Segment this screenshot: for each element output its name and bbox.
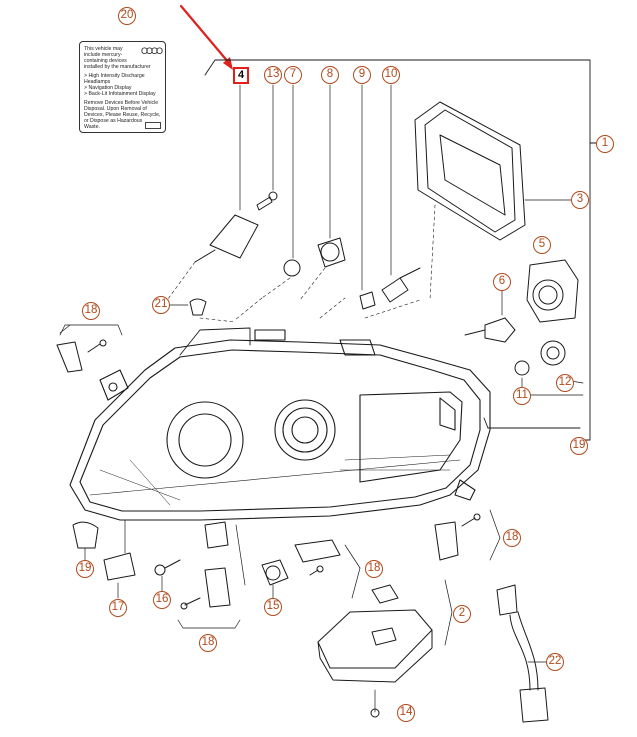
mercury-warning-label: OOOO This vehicle may include mercury- c… bbox=[79, 41, 166, 133]
bracket-right-18 bbox=[434, 509, 501, 561]
callout-10[interactable]: 10 bbox=[382, 66, 400, 84]
callout-18-right[interactable]: 18 bbox=[503, 529, 521, 547]
callout-7[interactable]: 7 bbox=[284, 66, 302, 84]
plug-21 bbox=[169, 298, 207, 316]
ignitor-5 bbox=[526, 259, 579, 323]
cap-19 bbox=[72, 521, 99, 561]
callout-19-left[interactable]: 19 bbox=[76, 560, 94, 578]
callout-19-right[interactable]: 19 bbox=[570, 437, 588, 455]
screw-16 bbox=[154, 559, 181, 593]
bracket-left-18 bbox=[56, 324, 123, 373]
callout-12[interactable]: 12 bbox=[556, 374, 574, 392]
harness-22 bbox=[496, 584, 549, 723]
callout-18-mid[interactable]: 18 bbox=[365, 560, 383, 578]
cover-3 bbox=[414, 101, 573, 301]
bulb-10 bbox=[381, 84, 421, 303]
callout-4-highlighted[interactable]: 4 bbox=[233, 67, 249, 84]
callout-22[interactable]: 22 bbox=[546, 653, 564, 671]
label-text-1: This vehicle may include mercury- contai… bbox=[84, 46, 151, 70]
callout-13[interactable]: 13 bbox=[264, 66, 282, 84]
bulb-9 bbox=[359, 84, 376, 310]
callout-1[interactable]: 1 bbox=[596, 135, 614, 153]
callout-8[interactable]: 8 bbox=[321, 66, 339, 84]
callout-18-bottom[interactable]: 18 bbox=[199, 634, 217, 652]
label-text-3: Remove Devices Before Vehicle Disposal. … bbox=[84, 100, 161, 130]
unit-18-mid bbox=[294, 539, 361, 599]
cap-12 bbox=[540, 340, 584, 384]
label-text-2: > High Intensity Discharge Headlamps > N… bbox=[84, 73, 156, 97]
callout-17[interactable]: 17 bbox=[109, 599, 127, 617]
callout-15[interactable]: 15 bbox=[264, 598, 282, 616]
callout-9[interactable]: 9 bbox=[353, 66, 371, 84]
label-ref-box bbox=[144, 122, 161, 129]
callout-6[interactable]: 6 bbox=[493, 273, 511, 291]
callout-21[interactable]: 21 bbox=[152, 296, 170, 314]
bulb-8 bbox=[299, 84, 346, 301]
callout-18-left[interactable]: 18 bbox=[82, 302, 100, 320]
socket-15 bbox=[261, 559, 289, 599]
callout-14[interactable]: 14 bbox=[397, 704, 415, 722]
callout-3[interactable]: 3 bbox=[571, 191, 589, 209]
callout-2[interactable]: 2 bbox=[453, 605, 471, 623]
callout-16[interactable]: 16 bbox=[153, 591, 171, 609]
motor-4 bbox=[159, 84, 259, 311]
bracket-18-bottom bbox=[177, 521, 246, 629]
bulb-7 bbox=[261, 84, 301, 299]
clip-17 bbox=[103, 519, 136, 599]
callout-11[interactable]: 11 bbox=[513, 387, 531, 405]
brand-logo: OOOO bbox=[140, 46, 163, 56]
callout-20[interactable]: 20 bbox=[118, 7, 136, 25]
screw-13 bbox=[256, 84, 278, 211]
headlamp-housing bbox=[69, 327, 491, 521]
xenon-bulb-6 bbox=[464, 286, 516, 343]
ballast-2 bbox=[317, 579, 453, 718]
callout-5[interactable]: 5 bbox=[533, 236, 551, 254]
